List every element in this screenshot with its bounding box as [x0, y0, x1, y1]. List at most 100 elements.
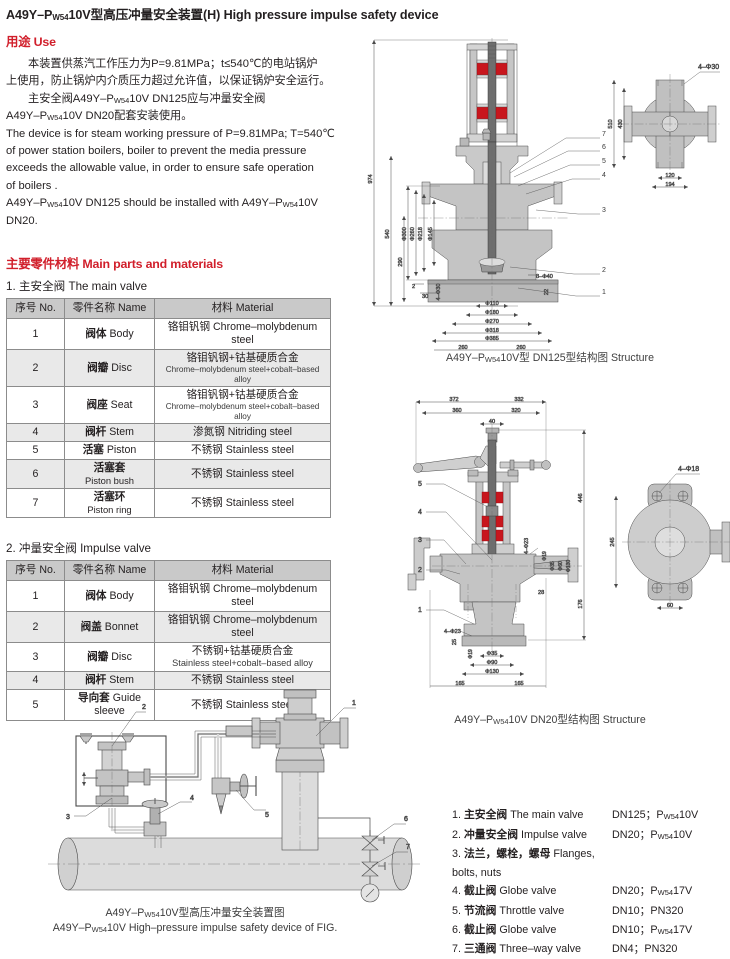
svg-text:510: 510 [608, 119, 614, 128]
cell-no: 3 [6, 386, 65, 425]
legend-name-cn: 三通阀 [464, 943, 497, 956]
cell-name-en: Seat [110, 398, 133, 411]
cell-material: 渗氮钢 Nitriding steel [154, 423, 331, 443]
cell-material-cn: 渗氮钢 Nitriding steel [193, 426, 292, 439]
svg-text:332: 332 [514, 397, 523, 403]
legend-number: 4. [452, 885, 462, 898]
materials-heading-cn: 主要零件材料 [6, 257, 80, 272]
svg-text:25: 25 [452, 639, 458, 645]
cell-name-en: Stem [109, 426, 134, 439]
cell-name-cn: 阀瓣 [87, 361, 109, 374]
callout-3: 3 [66, 814, 70, 821]
svg-text:165: 165 [455, 681, 464, 687]
callout-5: 5 [602, 158, 606, 165]
cell-name: 阀瓣 Disc [64, 349, 155, 388]
svg-text:Φ60: Φ60 [558, 561, 564, 571]
cell-name-en: Piston bush [85, 475, 134, 487]
cell-material: 铬钼钒钢 Chrome–molybdenum steel [154, 318, 331, 351]
legend-name-en: The main valve [510, 809, 584, 821]
callout-4: 4 [418, 509, 422, 516]
cell-name-cn: 阀盖 [80, 620, 102, 633]
cell-material-cn: 铬钼钒钢+钴基硬质合金 [186, 352, 299, 365]
svg-text:Φ130: Φ130 [485, 669, 499, 675]
svg-text:8–Φ40: 8–Φ40 [536, 274, 553, 280]
cell-name: 活塞 Piston [64, 441, 155, 461]
svg-text:360: 360 [452, 408, 461, 414]
cell-material-en: Stainless steel+cobalt–based alloy [172, 658, 313, 669]
cell-name: 阀杆 Stem [64, 423, 155, 443]
materials-section-heading: 主要零件材料 Main parts and materials [6, 254, 346, 272]
callout-3: 3 [602, 207, 606, 214]
use-paragraph: The device is for steam working pressure… [6, 127, 335, 140]
assembly-caption-en: A49Y–PW5410V High–pressure impulse safet… [52, 922, 338, 934]
callout-5: 5 [418, 481, 422, 488]
svg-text:446: 446 [578, 493, 584, 502]
cell-material: 不锈钢 Stainless steel [154, 441, 331, 461]
legend-spec: DN20；PW5410V [612, 828, 693, 841]
svg-text:120: 120 [665, 173, 674, 179]
legend-number: 2. [452, 828, 462, 841]
callout-4: 4 [602, 172, 606, 179]
cell-name-en: Piston [106, 444, 137, 457]
svg-text:165: 165 [514, 681, 523, 687]
table-row: 4 阀杆 Stem 渗氮钢 Nitriding steel [6, 423, 331, 443]
callout-7: 7 [602, 131, 606, 138]
legend-name-cn: 截止阀 [464, 923, 497, 936]
use-paragraph: A49Y–PW5410V DN20配套安装使用。 [6, 110, 193, 123]
legend-name-en: Globe valve [499, 923, 557, 936]
table-row: 4 阀杆 Stem 不锈钢 Stainless steel [6, 671, 331, 691]
cell-no: 1 [6, 318, 65, 351]
cell-no: 3 [6, 642, 65, 673]
legend-name-en: Three–way valve [499, 943, 582, 956]
table-row: 5 活塞 Piston 不锈钢 Stainless steel [6, 441, 331, 461]
table-row: 1 阀体 Body 铬钼钒钢 Chrome–molybdenum steel [6, 318, 331, 351]
cell-name-cn: 阀体 [85, 327, 107, 340]
svg-text:Φ19: Φ19 [468, 649, 474, 659]
legend-label: 4. 截止阀 Globe valve [452, 882, 612, 902]
cell-name: 导向套 Guide sleeve [64, 689, 155, 722]
svg-text:260: 260 [458, 345, 467, 351]
cell-name: 阀体 Body [64, 318, 155, 351]
figure-dn125-structure: 974 540 290 [368, 34, 728, 351]
cell-name-cn: 阀杆 [85, 674, 107, 687]
svg-text:Φ260: Φ260 [410, 227, 416, 241]
cell-no: 5 [6, 441, 65, 461]
callout-5: 5 [265, 812, 269, 819]
cell-name-cn: 阀杆 [85, 426, 107, 439]
callout-7: 7 [406, 844, 410, 851]
title-model: A49Y–P [6, 8, 53, 22]
title-model-subscript: W54 [52, 13, 69, 22]
legend-spec: DN10；PN320 [612, 904, 684, 917]
cell-material-cn: 不锈钢 Stainless steel [190, 496, 295, 509]
cell-material-cn: 不锈钢 Stainless steel [190, 698, 295, 711]
svg-text:194: 194 [665, 182, 674, 188]
use-section-heading: 用途 Use [6, 32, 346, 50]
use-section-body: 本装置供蒸汽工作压力为P=9.81MPa；t≤540℃的电站锅炉 上使用，防止锅… [6, 56, 346, 230]
table2-caption: 2. 冲量安全阀 Impulse valve [6, 542, 151, 556]
svg-text:60: 60 [667, 603, 673, 609]
list-item: 4. 截止阀 Globe valve DN20；PW5417V [452, 882, 730, 902]
legend-number: 7. [452, 943, 462, 956]
svg-text:Φ19: Φ19 [542, 551, 548, 561]
cell-no: 4 [6, 671, 65, 691]
document-page: A49Y–PW5410V型高压冲量安全装置(H) High pressure i… [6, 8, 730, 955]
legend-name-en: Impulse valve [521, 828, 588, 841]
callout-2: 2 [418, 567, 422, 574]
legend-spec: DN20；PW5417V [612, 885, 693, 898]
cell-name-en: Bonnet [104, 620, 139, 633]
list-item: 5. 节流阀 Throttle valve DN10；PN320 [452, 902, 730, 921]
svg-text:4–Φ30: 4–Φ30 [698, 64, 719, 71]
cell-name-cn: 阀体 [85, 589, 107, 602]
list-item: 3. 法兰，螺栓，螺母 Flanges, bolts, nuts [452, 845, 730, 882]
cell-no: 2 [6, 349, 65, 388]
use-paragraph: of boilers . [6, 179, 58, 192]
cell-name-cn: 阀座 [86, 398, 108, 411]
cell-name: 阀体 Body [64, 580, 155, 613]
table-row: 1 阀体 Body 铬钼钒钢 Chrome–molybdenum steel [6, 580, 331, 613]
cell-material-en: Chrome–molybdenum steel+cobalt–based all… [165, 402, 320, 421]
cell-name-en: Body [109, 327, 134, 340]
cell-name: 阀盖 Bonnet [64, 611, 155, 644]
svg-text:Φ35: Φ35 [487, 651, 498, 657]
cell-name: 阀杆 Stem [64, 671, 155, 691]
